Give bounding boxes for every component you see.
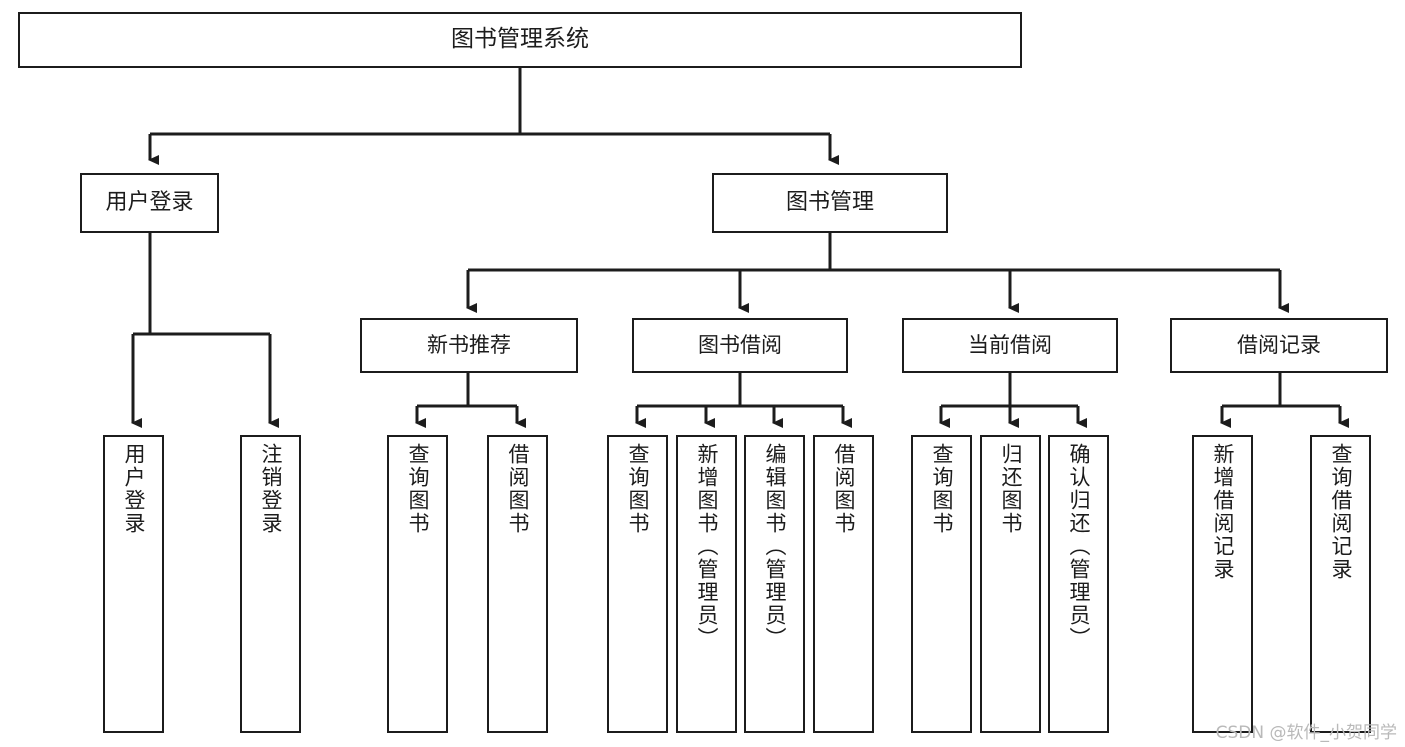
node-label: 注销登录 (259, 443, 283, 535)
node-label: 确认归还（管理员） (1067, 443, 1091, 650)
node-label: 查询图书 (626, 443, 650, 535)
node-label: 查询图书 (406, 443, 430, 535)
node-label: 新书推荐 (427, 332, 511, 357)
node-leaf-query-borrow-record[interactable]: 查询借阅记录 (1310, 435, 1371, 733)
node-current-borrowing[interactable]: 当前借阅 (902, 318, 1118, 373)
node-borrowing-records[interactable]: 借阅记录 (1170, 318, 1388, 373)
node-leaf-confirm-return-admin[interactable]: 确认归还（管理员） (1048, 435, 1109, 733)
node-label: 编辑图书（管理员） (763, 443, 787, 650)
node-leaf-query-books-current[interactable]: 查询图书 (911, 435, 972, 733)
node-leaf-borrow-books-newbook[interactable]: 借阅图书 (487, 435, 548, 733)
node-book-management[interactable]: 图书管理 (712, 173, 948, 233)
node-user-login[interactable]: 用户登录 (80, 173, 219, 233)
node-book-borrowing[interactable]: 图书借阅 (632, 318, 848, 373)
node-leaf-return-books[interactable]: 归还图书 (980, 435, 1041, 733)
node-leaf-add-book-admin[interactable]: 新增图书（管理员） (676, 435, 737, 733)
node-leaf-add-borrow-record[interactable]: 新增借阅记录 (1192, 435, 1253, 733)
node-label: 图书管理系统 (451, 26, 589, 53)
node-leaf-borrow-books-borrow[interactable]: 借阅图书 (813, 435, 874, 733)
node-leaf-query-books-borrow[interactable]: 查询图书 (607, 435, 668, 733)
node-leaf-logout[interactable]: 注销登录 (240, 435, 301, 733)
node-leaf-query-books-newbook[interactable]: 查询图书 (387, 435, 448, 733)
node-label: 新增借阅记录 (1211, 443, 1235, 581)
node-label: 借阅图书 (832, 443, 856, 535)
node-book-management-system[interactable]: 图书管理系统 (18, 12, 1022, 68)
node-label: 图书借阅 (698, 332, 782, 357)
node-label: 图书管理 (785, 189, 874, 215)
node-label: 归还图书 (999, 443, 1023, 535)
node-leaf-edit-book-admin[interactable]: 编辑图书（管理员） (744, 435, 805, 733)
node-new-book-recommendation[interactable]: 新书推荐 (360, 318, 578, 373)
node-label: 借阅记录 (1237, 332, 1321, 357)
node-label: 用户登录 (105, 189, 194, 215)
node-leaf-user-login[interactable]: 用户登录 (103, 435, 164, 733)
node-label: 当前借阅 (968, 332, 1052, 357)
node-label: 查询借阅记录 (1329, 443, 1353, 581)
csdn-watermark: CSDN @软件_小贺同学 (1215, 723, 1397, 743)
node-label: 新增图书（管理员） (695, 443, 719, 650)
node-label: 借阅图书 (506, 443, 530, 535)
node-label: 用户登录 (122, 443, 146, 535)
node-label: 查询图书 (930, 443, 954, 535)
